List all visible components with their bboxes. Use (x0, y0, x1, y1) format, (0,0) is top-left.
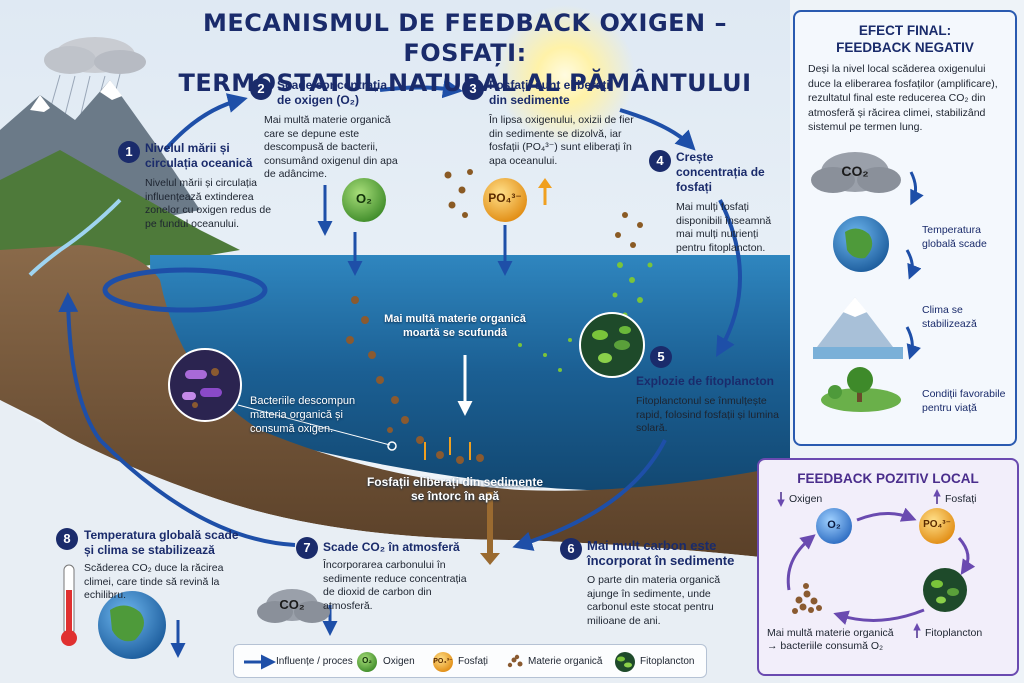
legend-phosphates-label: Fosfați (458, 656, 489, 667)
step-5: 5 Explozie de fitoplancton Fitoplanctonu… (636, 346, 786, 436)
step-5-body: Fitoplanctonul se înmulțește rapid, folo… (636, 395, 779, 434)
legend-phosphate-icon-label: PO₄³⁻ (433, 658, 453, 665)
step-3-badge: 3 (462, 78, 484, 100)
bacteria-label: Bacteriile descompun materia organică și… (250, 395, 356, 435)
negative-box-title-2: FEEDBACK NEGATIV (836, 40, 974, 55)
positive-phyto-label: Fitoplancton (925, 627, 983, 639)
step-7-badge: 7 (296, 537, 318, 559)
tree-icon (821, 367, 901, 412)
oxygen-blue-icon (816, 508, 852, 544)
negative-item-climate: Clima se stabilizează (922, 304, 977, 330)
negative-feedback-box: EFECT FINAL: FEEDBACK NEGATIV Deși la ni… (793, 10, 1017, 446)
step-3-body: În lipsa oxigenului, oxizii de fier din … (489, 114, 634, 167)
positive-organic-label: Mai multă materie organică → bacteriile … (767, 627, 894, 652)
step-1-badge: 1 (118, 141, 140, 163)
legend-phyto-label: Fitoplancton (640, 656, 695, 667)
phytoplankton-icon (579, 312, 645, 378)
thermometer-icon (61, 564, 77, 646)
phosphate-icon (483, 178, 527, 222)
positive-phosphates-label: Fosfați (945, 493, 977, 505)
step-2: 2 Scade concentrația de oxigen (O₂) Mai … (250, 78, 410, 182)
negative-item-life: Condiții favorabile pentru viață (922, 388, 1006, 414)
organic-matter-icon (792, 583, 822, 614)
co2-cloud-icon (811, 152, 901, 193)
negative-box-body: Deși la nivel local scăderea oxigenului … (808, 63, 998, 133)
legend-oxygen-icon (357, 652, 377, 672)
title-line-1: MECANISMUL DE FEEDBACK OXIGEN – FOSFAȚI: (202, 9, 727, 67)
negative-item-temperature: Temperatura globală scade (922, 224, 987, 250)
positive-phosphate-icon-label: PO₄³⁻ (923, 519, 951, 530)
legend-icons (244, 652, 635, 672)
positive-oxygen-icon-label: O₂ (827, 519, 841, 531)
step-7-title: Scade CO₂ în atmosferă (323, 540, 460, 554)
co2-cloud-icon (257, 589, 330, 623)
phosphate-icon-label: PO₄³⁻ (488, 191, 522, 205)
bacteria-icon (168, 348, 242, 422)
positive-loop-diagram (777, 489, 976, 638)
step-8-title: Temperatura globală scade și clima se st… (84, 528, 239, 557)
step-1: 1 Nivelul mării și circulația oceanică N… (118, 141, 271, 231)
step-8-body: Scăderea CO₂ duce la răcirea climei, car… (84, 562, 224, 601)
negative-box-icons (811, 152, 924, 412)
legend: O₂ PO₄³⁻ Influențe / proces Oxigen Fosfa… (233, 644, 707, 678)
step-1-title: Nivelul mării și circulația oceanică (145, 141, 253, 170)
step-5-badge: 5 (650, 346, 672, 368)
organic-sinks-label: Mai multă materie organică moartă se scu… (384, 313, 526, 339)
step-2-body: Mai multă materie organică care se depun… (264, 114, 398, 180)
legend-oxygen-label: Oxigen (383, 656, 415, 667)
step-6-body: O parte din materia organică ajunge în s… (587, 574, 721, 627)
negative-box-co2-label: CO₂ (841, 163, 869, 179)
mountain-icon (813, 297, 903, 359)
step-2-title: Scade concentrația de oxigen (O₂) (277, 78, 388, 107)
legend-organic-icon (507, 654, 523, 668)
phosphate-small-icon (919, 508, 955, 544)
legend-oxygen-icon-label: O₂ (362, 656, 372, 665)
circulation-arrows (102, 267, 268, 313)
step-8: 8 Temperatura globală scade și clima se … (56, 528, 241, 603)
step-6: 6 Mai mult carbon este încorporat în sed… (560, 538, 750, 628)
legend-phosphate-icon (433, 652, 453, 672)
step-2-badge: 2 (250, 78, 272, 100)
legend-process-label: Influențe / proces (276, 656, 353, 667)
legend-phyto-icon (615, 652, 635, 672)
step-8-badge: 8 (56, 528, 78, 550)
step-1-body: Nivelul mării și circulația influențează… (145, 177, 272, 230)
rain-cloud-icon (44, 37, 146, 119)
negative-box-title-1: EFECT FINAL: (858, 23, 952, 38)
step-6-badge: 6 (560, 538, 582, 560)
oxygen-icon-label: O₂ (356, 191, 372, 206)
positive-box-title: FEEDBACK POZITIV LOCAL (797, 471, 979, 486)
co2-cloud-label: CO₂ (279, 597, 305, 612)
oxygen-icon (342, 178, 386, 222)
step-7: 7 Scade CO₂ în atmosferă Încorporarea ca… (296, 537, 476, 613)
phytoplankton-small-icon (923, 568, 967, 612)
step-7-body: Încorporarea carbonului în sedimente red… (323, 559, 467, 612)
step-3: 3 Fosfații sunt eliberați din sedimente … (462, 78, 637, 168)
step-4-body: Mai mulți fosfați disponibili înseamnă m… (676, 201, 772, 254)
step-5-title: Explozie de fitoplancton (636, 374, 775, 388)
step-4-badge: 4 (649, 150, 671, 172)
phosphate-return-label: Fosfații eliberați din sedimente se înto… (366, 475, 544, 503)
step-4-title: Crește concentrația de fosfați (676, 150, 765, 194)
positive-feedback-box: FEEDBACK POZITIV LOCAL O₂ PO₄³⁻ Oxigen F… (757, 458, 1019, 676)
step-4: 4 Crește concentrația de fosfați Mai mul… (649, 150, 789, 255)
positive-oxygen-label: Oxigen (789, 493, 823, 505)
step-3-title: Fosfații sunt eliberați din sedimente (489, 78, 610, 107)
legend-organic-label: Materie organică (528, 656, 603, 667)
step-6-title: Mai mult carbon este încorporat în sedim… (587, 538, 735, 568)
